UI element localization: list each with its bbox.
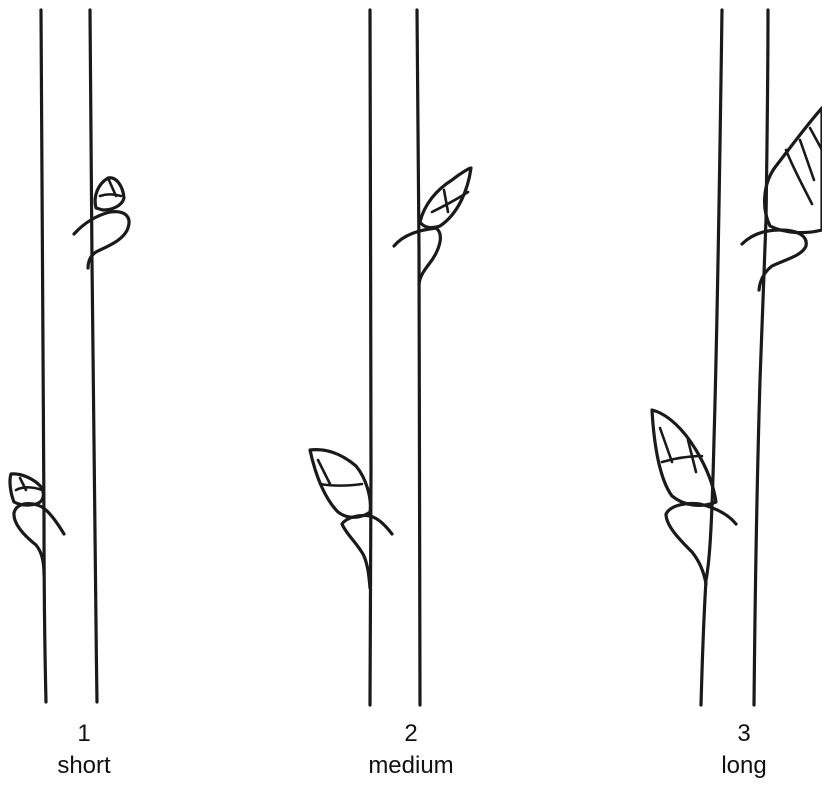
bud-upper-medium [394,168,471,284]
panel-medium [310,10,471,705]
bud-scale [765,108,822,233]
stem-right-edge [417,10,420,705]
caption-medium: 2 medium [331,718,491,782]
panel-number: 2 [331,718,491,750]
panel-label: short [4,750,164,782]
bud-cushion [74,212,129,268]
panel-long [652,10,822,705]
panel-label: long [664,750,822,782]
panel-number: 3 [664,718,822,750]
bud-cushion [394,228,440,284]
stem-long [701,10,768,705]
stem-left-edge [41,10,46,702]
panel-number: 1 [4,718,164,750]
bud-cushion [342,515,392,588]
stem-right-edge [90,10,97,702]
bud-cushion [742,230,806,290]
bud-upper-long [742,108,822,290]
bud-scale-line [786,128,822,204]
bud-cushion [666,503,736,584]
bud-lower-long [652,410,736,584]
bud-lower-medium [310,450,392,588]
panel-short [10,10,129,702]
stem-left-edge [701,10,722,705]
stem-right-edge [754,10,768,705]
bud-upper-short [74,178,129,268]
bud-lower-short [10,474,64,574]
panel-label: medium [331,750,491,782]
caption-short: 1 short [4,718,164,782]
caption-long: 3 long [664,718,822,782]
stem-left-edge [370,10,371,705]
stem-short [41,10,97,702]
stem-medium [370,10,420,705]
bud-cushion [14,504,64,574]
